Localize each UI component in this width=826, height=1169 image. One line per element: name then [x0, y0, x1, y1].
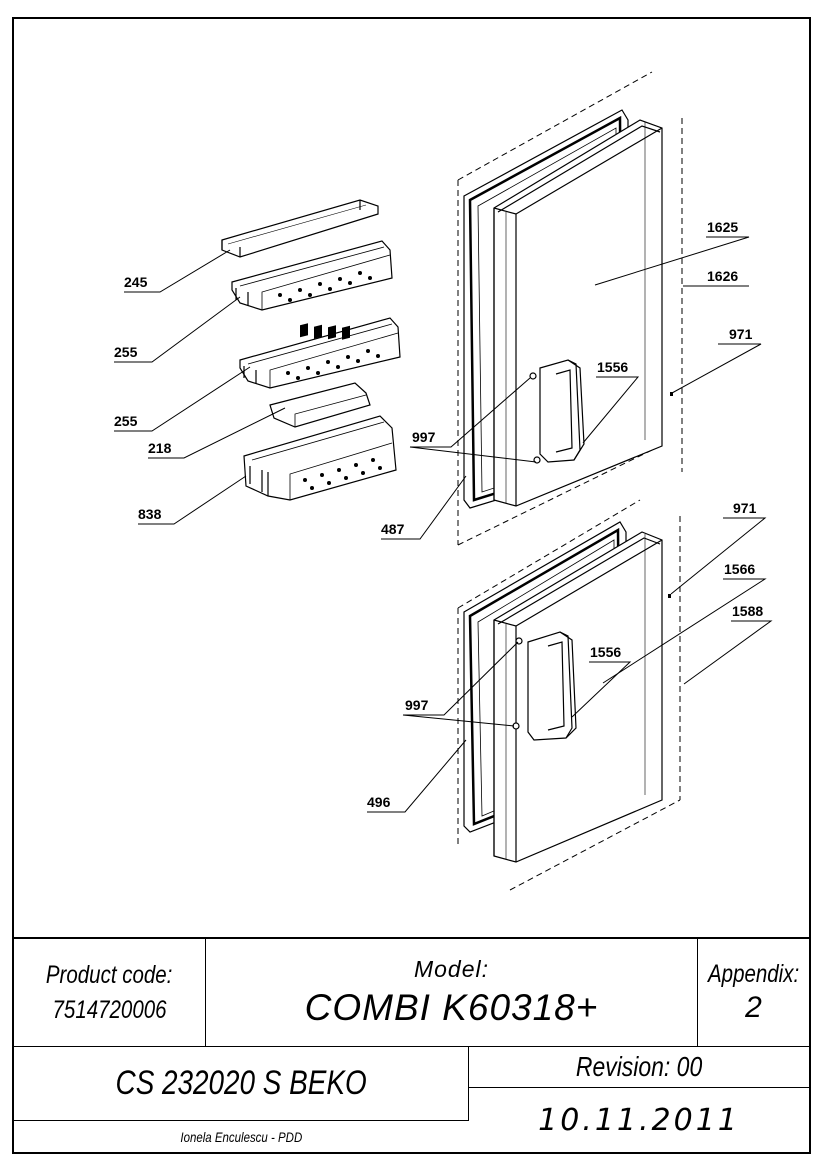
callout-971-lower: 971 [733, 500, 757, 516]
callout-838: 838 [138, 506, 162, 522]
cs-code-value: CS 232020 S BEKO [115, 1064, 367, 1102]
lower-door-dashed-frame [457, 499, 681, 891]
shelf-cover-245 [221, 199, 379, 258]
callout-labels: 245 255 255 218 838 1625 1626 971 1556 9… [114, 219, 763, 810]
product-code-cell: Product code: 7514720006 [14, 939, 206, 1047]
callout-997-lower: 997 [405, 697, 429, 713]
callout-997-upper: 997 [412, 429, 436, 445]
date-cell: 10.11.2011 [469, 1088, 809, 1152]
callout-1556-upper: 1556 [597, 359, 628, 375]
callout-255-middle: 255 [114, 413, 138, 429]
date-value: 10.11.2011 [538, 1102, 740, 1138]
callout-496: 496 [367, 794, 391, 810]
model-value: COMBI K60318+ [304, 987, 599, 1028]
callout-1588: 1588 [732, 603, 763, 619]
upper-door-handle-1556 [539, 359, 585, 463]
author-value: Ionela Enculescu - PDD [180, 1128, 303, 1145]
callout-1626: 1626 [707, 268, 738, 284]
product-code-label: Product code: [46, 960, 173, 989]
model-cell: Model: COMBI K60318+ [206, 939, 698, 1047]
callout-971-upper: 971 [729, 326, 753, 342]
callout-487: 487 [381, 521, 405, 537]
appendix-label: Appendix: [707, 960, 800, 988]
door-shelf-255-top [231, 240, 393, 311]
callout-255-top: 255 [114, 344, 138, 360]
egg-tray-218 [269, 323, 371, 428]
leader-lines [114, 236, 773, 813]
author-cell: Ionela Enculescu - PDD [14, 1121, 469, 1152]
cs-code-cell: CS 232020 S BEKO [14, 1047, 469, 1121]
revision-value: Revision: 00 [575, 1051, 703, 1082]
model-label: Model: [413, 956, 490, 982]
callout-1566: 1566 [724, 561, 755, 577]
door-shelf-255-middle [239, 317, 401, 389]
lower-door-handle-1556 [527, 631, 577, 741]
callout-1556-lower: 1556 [590, 644, 621, 660]
callout-245: 245 [124, 274, 148, 290]
bottle-shelf-838 [243, 415, 397, 501]
appendix-value: 2 [745, 991, 762, 1024]
callout-1625: 1625 [707, 219, 738, 235]
upper-door-dashed-frame [457, 71, 683, 546]
lower-door-1566 [493, 531, 663, 863]
title-block: Product code: 7514720006 Model: COMBI K6… [12, 937, 811, 1154]
product-code-value: 7514720006 [52, 995, 167, 1024]
upper-door-1625 [493, 119, 663, 507]
appendix-cell: Appendix: 2 [698, 939, 809, 1047]
revision-cell: Revision: 00 [469, 1047, 809, 1088]
callout-218: 218 [148, 440, 172, 456]
